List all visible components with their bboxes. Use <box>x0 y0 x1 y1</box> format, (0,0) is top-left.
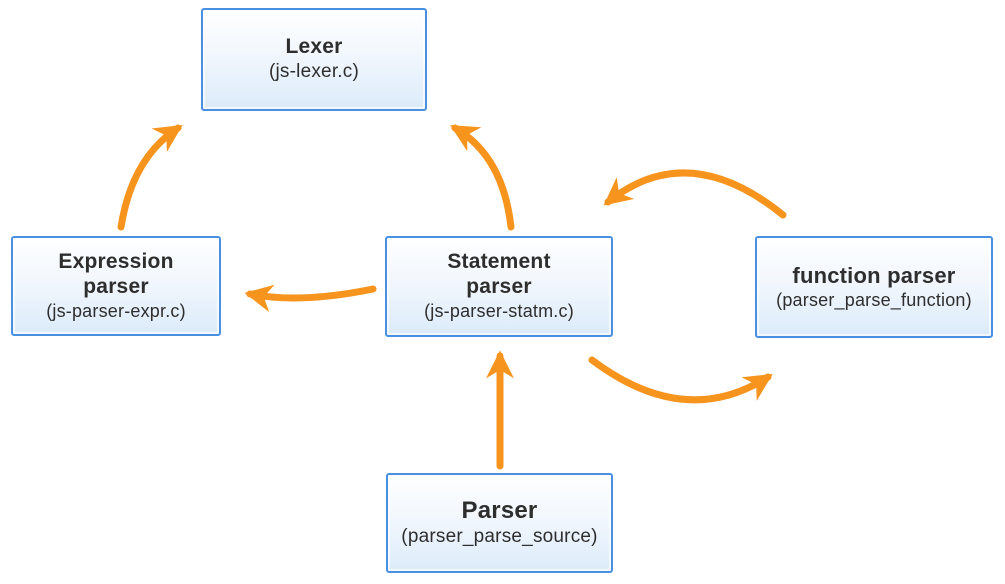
node-function-parser-subtitle: (parser_parse_function) <box>776 289 972 310</box>
node-parser-title: Parser <box>461 496 538 524</box>
node-expression-parser-title: Expression parser <box>58 249 174 298</box>
node-parser: Parser (parser_parse_source) <box>386 473 613 573</box>
edge-statement-parser-to-function-parser <box>588 356 773 404</box>
node-lexer-subtitle: (js-lexer.c) <box>268 61 359 82</box>
node-statement-parser: Statement parser (js-parser-statm.c) <box>385 236 613 337</box>
edge-expression-parser-to-lexer <box>117 124 183 231</box>
node-expression-parser-subtitle: (js-parser-expr.c) <box>46 300 186 321</box>
node-lexer: Lexer (js-lexer.c) <box>201 8 427 111</box>
node-lexer-title: Lexer <box>285 35 343 59</box>
edge-statement-parser-to-expression-parser <box>244 284 377 313</box>
node-expression-parser: Expression parser (js-parser-expr.c) <box>11 236 221 336</box>
edge-statement-parser-to-lexer <box>450 124 515 231</box>
node-function-parser: function parser (parser_parse_function) <box>755 236 993 338</box>
node-parser-subtitle: (parser_parse_source) <box>401 526 598 548</box>
node-statement-parser-subtitle: (js-parser-statm.c) <box>424 301 574 322</box>
node-function-parser-title: function parser <box>792 262 956 288</box>
edge-function-parser-to-statement-parser <box>603 169 787 219</box>
node-statement-parser-title: Statement parser <box>447 250 551 299</box>
